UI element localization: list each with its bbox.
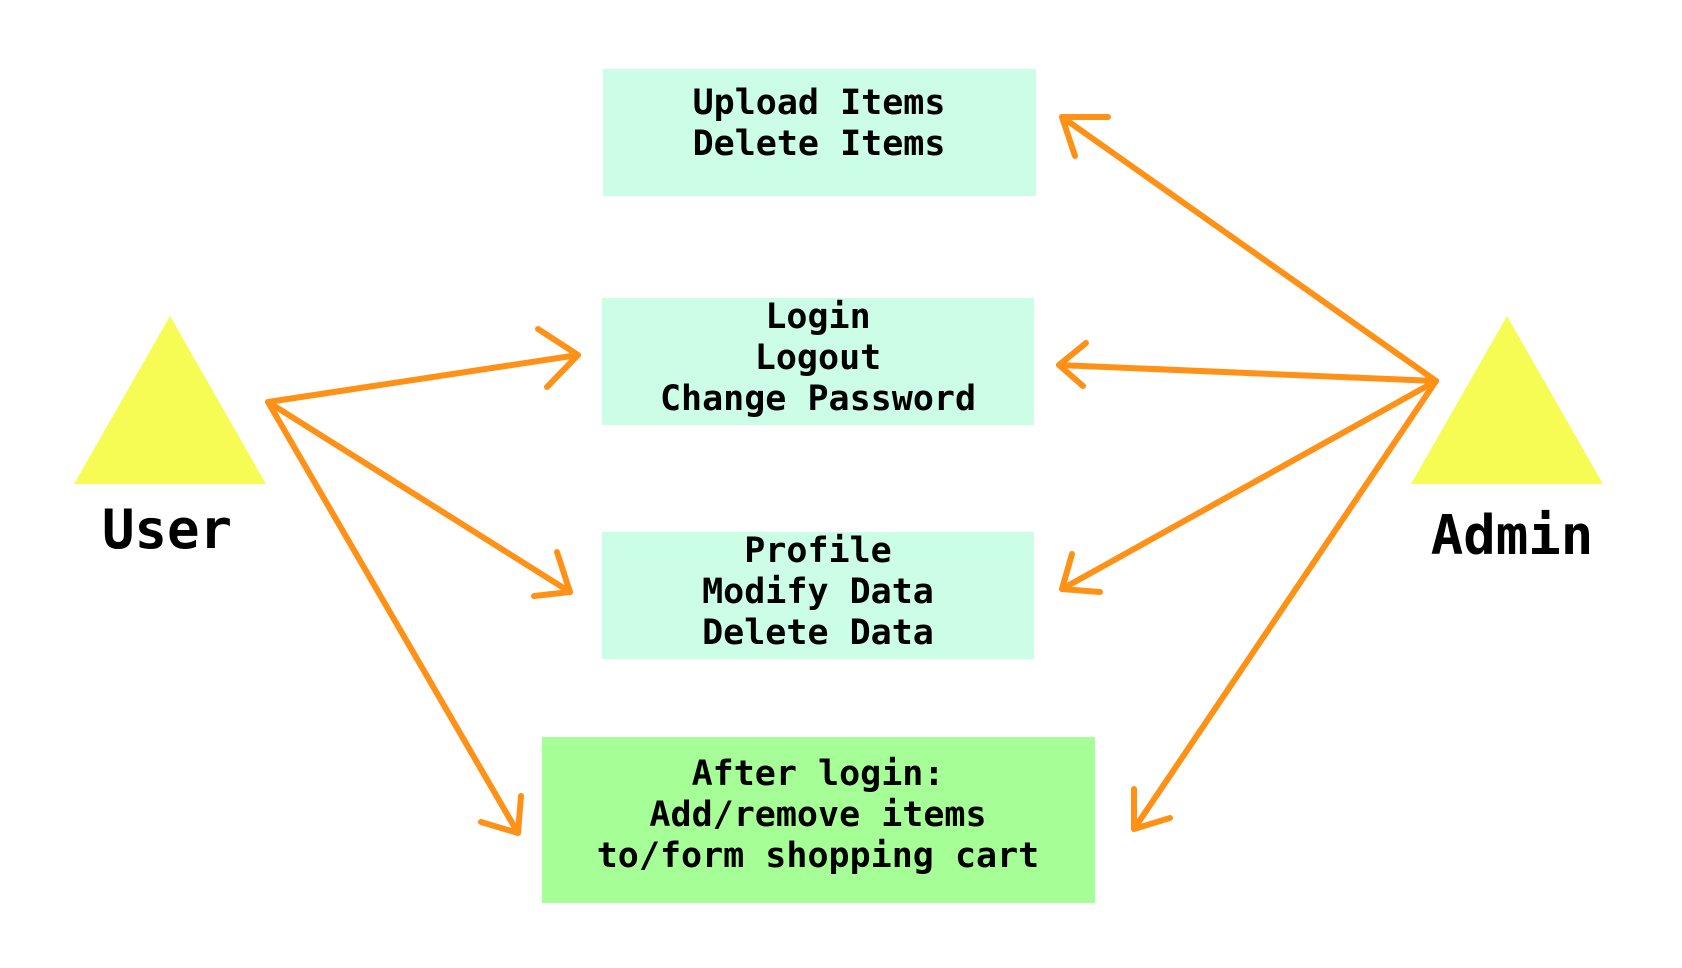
arrow-user-auth-head: [535, 326, 581, 390]
box-items-line-1: Upload Items: [693, 83, 946, 123]
box-profile-line-1: Profile: [744, 531, 892, 571]
arrow-admin-items-head: [1059, 114, 1111, 159]
user-triangle-icon: [74, 316, 266, 484]
arrow-admin-items-line: [1059, 114, 1439, 384]
arrow-admin-profile-line: [1059, 378, 1439, 592]
arrow-user-auth: [265, 326, 581, 405]
arrow-admin-cart-line: [1131, 378, 1439, 832]
arrow-user-profile-head: [531, 549, 573, 599]
arrow-admin-auth: [1056, 340, 1439, 389]
arrow-admin-auth-head: [1056, 340, 1089, 389]
box-auth-background: [602, 298, 1034, 425]
connections: [265, 114, 1439, 836]
admin-triangle-icon: [1411, 316, 1603, 484]
box-profile-line-3: Delete Data: [702, 613, 934, 653]
box-cart-line-1: After login:: [692, 754, 945, 794]
arrow-admin-cart-head: [1131, 786, 1173, 832]
box-items-line-2: Delete Items: [693, 124, 946, 164]
box-auth-line-1: Login: [765, 297, 870, 337]
box-profile: Profile Modify Data Delete Data: [602, 531, 1034, 659]
box-profile-line-2: Modify Data: [702, 572, 934, 612]
box-cart-line-3: to/form shopping cart: [597, 836, 1040, 876]
actor-user-label: User: [102, 498, 232, 561]
box-auth-line-3: Change Password: [660, 379, 976, 419]
actor-admin: Admin: [1411, 316, 1603, 567]
arrow-user-auth-line: [265, 352, 581, 405]
box-items-background: [603, 69, 1036, 196]
actor-user: User: [74, 316, 266, 561]
box-cart-line-2: Add/remove items: [649, 795, 986, 835]
box-auth: Login Logout Change Password: [602, 297, 1034, 425]
arrow-admin-profile-head: [1059, 551, 1103, 595]
arrow-user-cart-head: [478, 793, 524, 836]
box-auth-line-2: Logout: [755, 338, 881, 378]
box-items: Upload Items Delete Items: [603, 69, 1036, 196]
actor-admin-label: Admin: [1431, 504, 1594, 567]
arrow-user-profile: [265, 399, 573, 599]
arrow-admin-cart: [1131, 378, 1439, 832]
arrow-user-cart: [265, 399, 524, 836]
box-cart-background: [542, 737, 1095, 903]
box-profile-background: [602, 532, 1034, 659]
arrow-admin-items: [1059, 114, 1439, 384]
arrow-user-profile-line: [265, 399, 573, 595]
arrow-admin-auth-line: [1056, 362, 1439, 384]
arrow-user-cart-line: [265, 399, 521, 836]
box-cart: After login: Add/remove items to/form sh…: [542, 737, 1095, 903]
arrow-admin-profile: [1059, 378, 1439, 595]
